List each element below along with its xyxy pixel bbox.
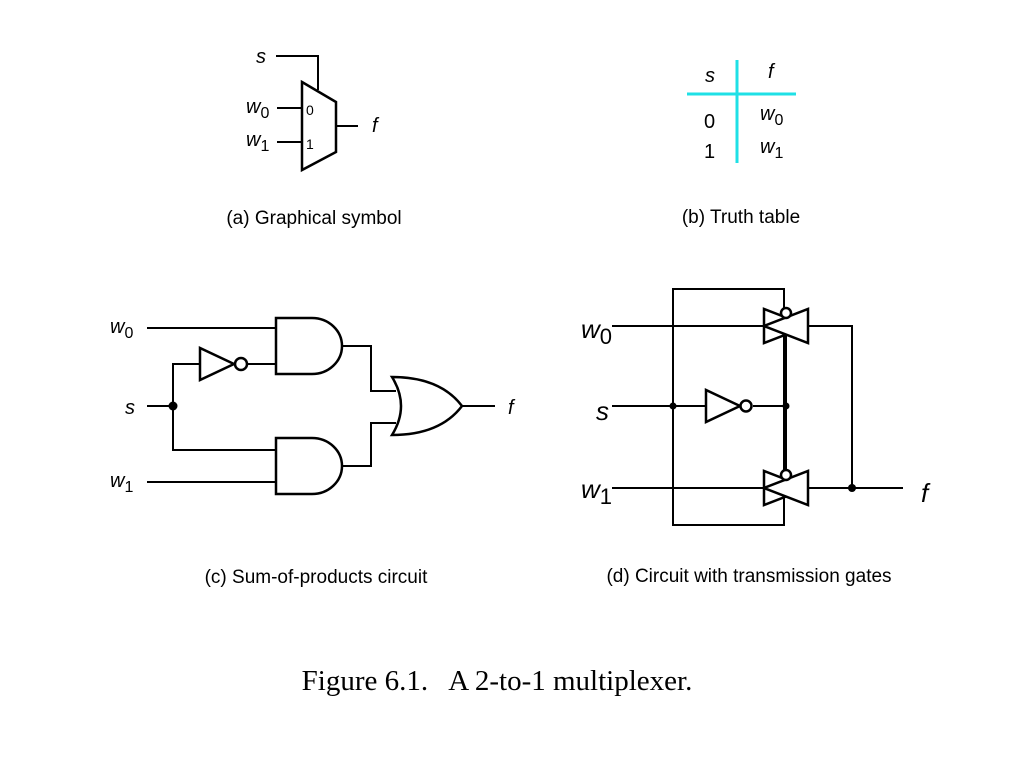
label-w0: w0 bbox=[581, 314, 612, 349]
label-w0: w0 bbox=[110, 316, 133, 342]
header-f: f bbox=[768, 61, 776, 83]
label-s: s bbox=[596, 396, 609, 426]
header-s: s bbox=[705, 65, 715, 87]
junction-dot bbox=[168, 401, 178, 411]
label-f: f bbox=[921, 478, 931, 508]
and-gate-2 bbox=[274, 436, 344, 496]
caption-d: (d) Circuit with transmission gates bbox=[606, 566, 891, 587]
wire-tg1-out bbox=[808, 325, 853, 488]
transmission-gate-1 bbox=[760, 306, 812, 345]
row-1-f: w0 bbox=[760, 103, 783, 129]
panel-b-truth-table: s f 0 w0 1 w1 (b) Truth table bbox=[682, 60, 800, 228]
junction-dot-s bbox=[669, 402, 677, 410]
junction-dot-f bbox=[848, 484, 856, 492]
caption-a: (a) Graphical symbol bbox=[226, 208, 401, 229]
not-gate bbox=[704, 388, 753, 424]
row-1-s: 0 bbox=[704, 111, 715, 133]
panel-a-graphical-symbol: s w0 0 w1 1 f (a) Graphical symbol bbox=[226, 46, 401, 229]
label-w0: w0 bbox=[246, 96, 269, 122]
wire-s-branches bbox=[172, 363, 276, 451]
label-w1: w1 bbox=[581, 474, 612, 509]
label-s: s bbox=[125, 397, 135, 419]
mux-symbol bbox=[300, 79, 338, 173]
mux-input-0: 0 bbox=[306, 102, 314, 118]
or-gate bbox=[389, 375, 464, 437]
mux-input-1: 1 bbox=[306, 136, 314, 152]
not-gate bbox=[198, 346, 249, 382]
label-w1: w1 bbox=[246, 129, 269, 155]
wire-s bbox=[276, 55, 319, 90]
panel-d-transmission-gates: w0 s w1 f (d) Circu bbox=[581, 288, 931, 587]
figure-caption: Figure 6.1. A 2-to-1 multiplexer. bbox=[302, 665, 693, 697]
label-w1: w1 bbox=[110, 470, 133, 496]
row-2-f: w1 bbox=[760, 136, 783, 162]
junction-dot-sbar bbox=[782, 402, 790, 410]
and-gate-1 bbox=[274, 316, 344, 376]
row-2-s: 1 bbox=[704, 141, 715, 163]
label-s: s bbox=[256, 46, 266, 68]
transmission-gate-2 bbox=[760, 468, 812, 507]
panel-c-sum-of-products: w0 s w1 f (c) Sum-of-products circuit bbox=[110, 316, 516, 588]
caption-c: (c) Sum-of-products circuit bbox=[205, 567, 428, 588]
label-f: f bbox=[372, 115, 380, 137]
wire-and1-to-or bbox=[342, 345, 396, 392]
caption-b: (b) Truth table bbox=[682, 207, 800, 228]
label-f: f bbox=[508, 397, 516, 419]
wire-and2-to-or bbox=[342, 422, 396, 467]
